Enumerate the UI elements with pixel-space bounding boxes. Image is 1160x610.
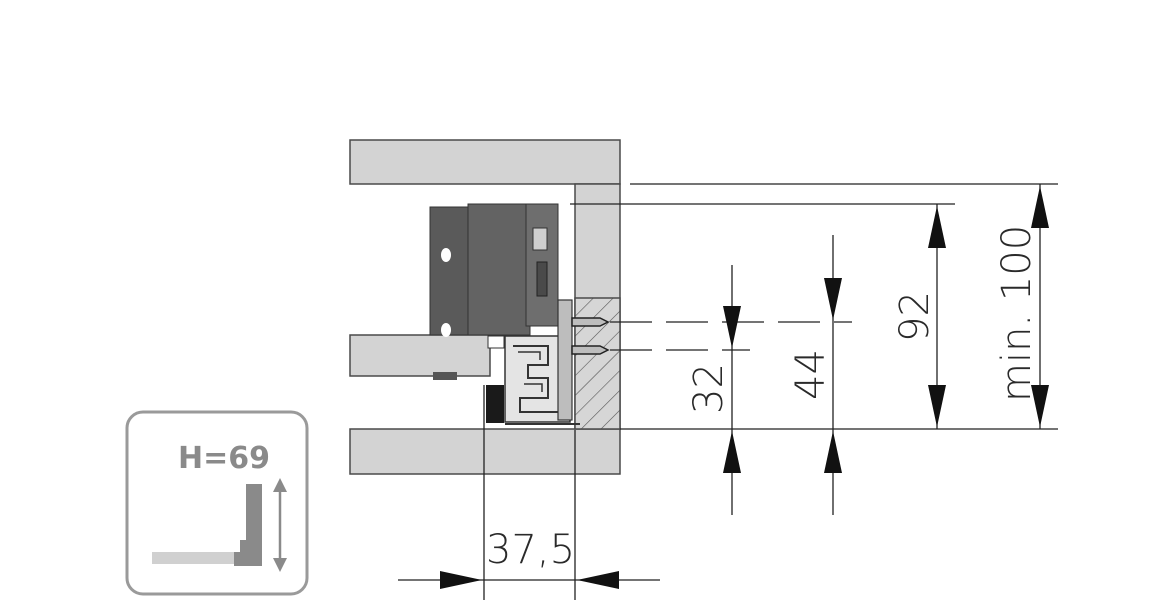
- screws: [571, 317, 610, 355]
- badge-height-arrow-icon: [273, 478, 287, 572]
- runner-hardware: [429, 203, 610, 425]
- arrow-min100-top: [1031, 186, 1049, 228]
- dim-label-32: 32: [686, 363, 732, 414]
- runner-rail: [557, 299, 573, 421]
- bottom-panel: [349, 428, 621, 475]
- mounting-block: [429, 206, 471, 336]
- screw-top: [571, 317, 610, 327]
- dim-label-min100: min. 100: [994, 225, 1040, 402]
- arrow-92-bottom: [928, 385, 946, 427]
- arrow-44-top: [824, 278, 842, 320]
- badge-base-icon: [152, 552, 234, 564]
- mounting-hole-top: [441, 248, 451, 262]
- screw-bottom: [571, 345, 610, 355]
- badge-label: H=69: [178, 441, 270, 476]
- arrow-92-top: [928, 206, 946, 248]
- arrow-37-left: [440, 571, 482, 589]
- arrow-32-top: [723, 306, 741, 348]
- locking-device: [467, 203, 531, 336]
- mounting-hole-bottom: [441, 323, 451, 337]
- runner-profile-line-2: [518, 351, 543, 392]
- drawer-bottom-panel: [349, 334, 491, 377]
- adjustment-window: [532, 227, 548, 251]
- arrow-min100-bottom: [1031, 385, 1049, 427]
- badge-side-icon: [234, 484, 262, 566]
- arrow-32-bottom: [723, 431, 741, 473]
- arrowheads: [440, 186, 1049, 589]
- damper-block: [486, 385, 504, 423]
- arrow-44-bottom: [824, 431, 842, 473]
- runner-clip: [487, 335, 505, 349]
- clip-foot: [433, 372, 457, 380]
- top-panel: [349, 139, 621, 185]
- runner-profile-line: [513, 345, 560, 413]
- adjustment-slot: [536, 261, 548, 297]
- height-badge: H=69: [125, 410, 309, 596]
- dim-label-44: 44: [788, 349, 834, 400]
- dim-label-37-5: 37,5: [486, 527, 575, 573]
- arrow-37-right: [577, 571, 619, 589]
- dim-label-92: 92: [892, 291, 938, 342]
